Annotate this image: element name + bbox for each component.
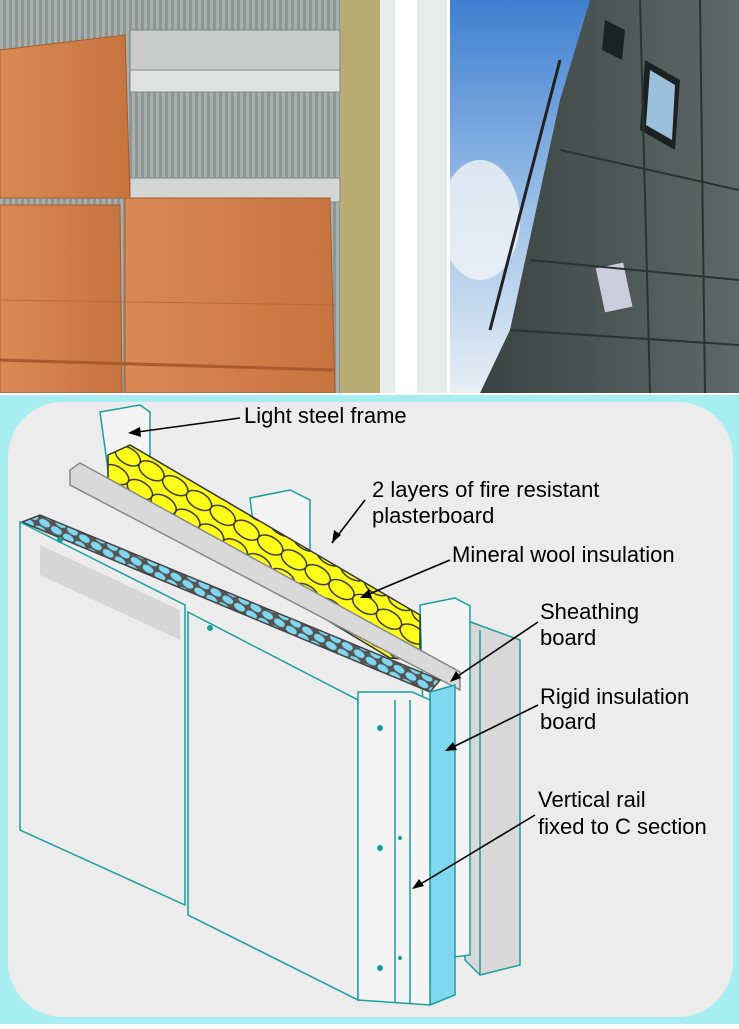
vertical-rail [357,691,431,1006]
label-rail-line1: Vertical rail [538,787,646,812]
label-rigid-line2: board [540,709,596,734]
label-mineral-wool: Mineral wool insulation [452,542,675,567]
terracotta-cladding-photo [0,0,447,393]
label-sheathing-line1: Sheathing [540,599,639,624]
plasterboard-layers [69,462,461,692]
label-light-steel-frame: Light steel frame [244,403,407,428]
label-plasterboard-line1: 2 layers of fire resistant [372,477,599,502]
rigid-insulation-top [19,514,442,693]
panel-inner-shade [40,545,180,640]
rigid-insulation-board [429,684,456,1007]
concrete-facade-photo [450,0,739,393]
wall-construction-diagram: Light steel frame 2 layers of fire resis… [0,395,739,1024]
sheathing-board-back [464,618,521,976]
label-rigid-line1: Rigid insulation [540,684,689,709]
label-rail-line2: fixed to C section [538,814,707,839]
label-sheathing-line2: board [540,625,596,650]
label-plasterboard-line2: plasterboard [372,503,494,528]
